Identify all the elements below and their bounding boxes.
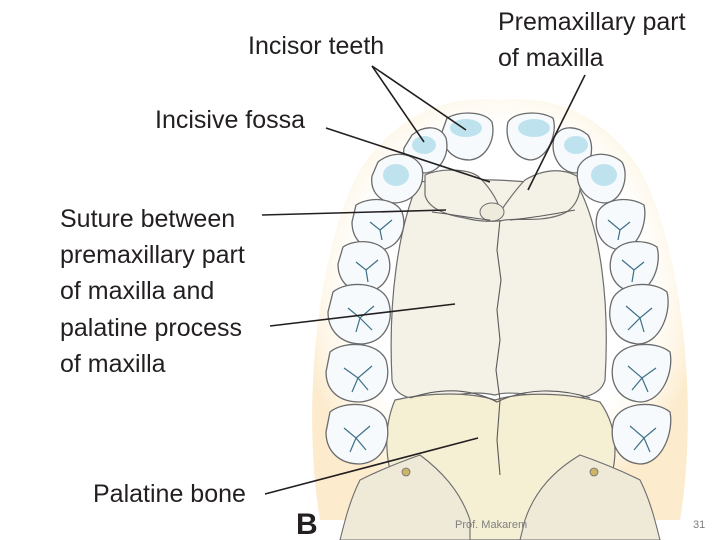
- label-incisor-teeth: Incisor teeth: [248, 32, 384, 60]
- posterior-structures: [339, 454, 661, 540]
- tooth-l5: [337, 240, 391, 293]
- tooth-r5: [609, 240, 659, 293]
- leader-palatine-process: [269, 303, 456, 327]
- tooth-r7-cusp: [627, 365, 657, 393]
- tooth-r8-cusp: [629, 425, 657, 453]
- tooth-r3-tint: [591, 164, 617, 186]
- tooth-l5-cusp: [355, 259, 379, 283]
- footer-page-number: 31: [693, 519, 705, 531]
- footer-author: Prof. Makarem: [455, 519, 527, 531]
- premaxillary-suture: [431, 209, 576, 221]
- tooth-l8-cusp: [343, 425, 371, 453]
- tooth-r7: [611, 343, 672, 403]
- tooth-l4-cusp: [369, 219, 393, 241]
- label-premaxillary-line1: Premaxillary part: [498, 8, 686, 36]
- tooth-l7-cusp: [343, 365, 373, 393]
- left-teeth: [325, 112, 494, 465]
- tooth-l6: [327, 283, 391, 345]
- tooth-l1-tint: [450, 119, 482, 137]
- label-incisive-fossa: Incisive fossa: [155, 106, 305, 134]
- tooth-l8: [325, 403, 389, 465]
- tooth-l7: [325, 343, 389, 403]
- tooth-r6: [609, 283, 669, 345]
- right-teeth: [506, 112, 672, 465]
- tooth-r5-cusp: [621, 259, 645, 283]
- leader-incisive-fossa: [325, 127, 491, 183]
- foramen-right: [589, 467, 599, 477]
- label-suture-line3: of maxilla and: [60, 277, 214, 305]
- label-premaxillary-line2: of maxilla: [498, 44, 604, 72]
- tooth-l3-tint: [383, 164, 409, 186]
- tooth-r2-tint: [564, 136, 588, 154]
- tooth-r6-cusp: [625, 305, 653, 333]
- palatomaxillary-suture: [409, 390, 591, 403]
- tooth-l6-cusp: [347, 305, 375, 333]
- foramen-left: [401, 467, 411, 477]
- leader-premaxillary: [527, 74, 586, 191]
- label-palatine-bone: Palatine bone: [93, 480, 246, 508]
- tooth-l2-tint: [412, 136, 436, 154]
- tooth-r8: [611, 403, 672, 465]
- midline-suture: [495, 219, 502, 476]
- label-suture-line1: Suture between: [60, 205, 235, 233]
- leader-palatine-bone: [264, 437, 479, 495]
- incisive-fossa: [479, 202, 505, 222]
- label-suture-line4: palatine process: [60, 314, 242, 342]
- tooth-r1-tint: [518, 119, 550, 137]
- tooth-r4: [595, 198, 646, 251]
- leader-suture: [261, 209, 447, 216]
- label-suture-line5: of maxilla: [60, 350, 166, 378]
- leader-incisor-b: [371, 65, 425, 143]
- leader-incisor-a: [371, 65, 467, 131]
- label-suture-line2: premaxillary part: [60, 241, 245, 269]
- tooth-r4-cusp: [607, 219, 631, 241]
- figure-letter: B: [296, 508, 318, 540]
